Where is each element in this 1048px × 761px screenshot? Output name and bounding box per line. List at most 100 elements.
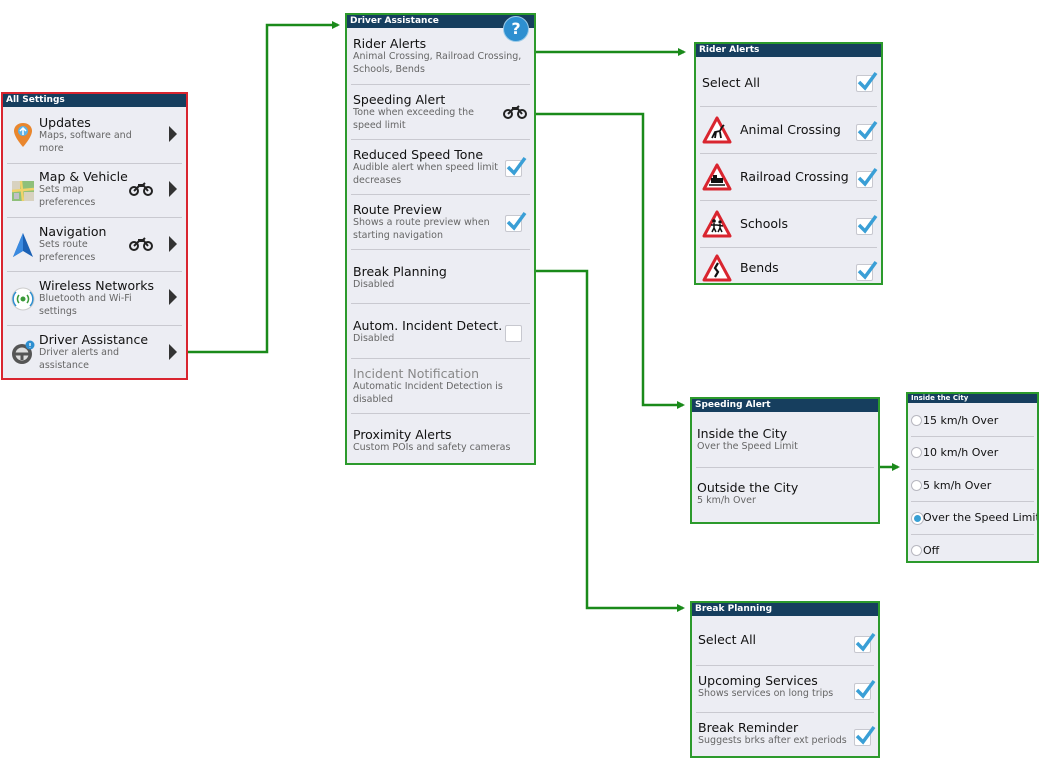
option-5-kmh-over[interactable]: 5 km/h Over bbox=[911, 470, 1034, 502]
route-preview-checkbox[interactable] bbox=[505, 211, 527, 232]
ra-item-select-all[interactable]: Select All bbox=[700, 60, 878, 107]
railroad-crossing-checkbox[interactable] bbox=[856, 167, 878, 188]
checkmark-icon bbox=[855, 725, 876, 745]
bp-item-select-all[interactable]: Select All bbox=[696, 619, 876, 666]
radio-button-selected[interactable] bbox=[912, 513, 923, 524]
reduced-speed-tone-checkbox[interactable] bbox=[505, 156, 527, 177]
animal-crossing-checkbox[interactable] bbox=[856, 120, 878, 141]
panel-title: Rider Alerts bbox=[696, 44, 881, 57]
panel-title: Speeding Alert bbox=[692, 399, 878, 412]
da-item-speeding-alert[interactable]: Speeding Alert Tone when exceeding the s… bbox=[351, 85, 530, 140]
item-label: Proximity Alerts bbox=[353, 427, 452, 442]
school-children-sign-icon bbox=[702, 210, 732, 238]
arrow-break-planning bbox=[535, 269, 685, 612]
item-description: Audible alert when speed limit decreases bbox=[353, 162, 498, 186]
select-all-checkbox[interactable] bbox=[854, 632, 876, 653]
chevron-right-icon bbox=[169, 344, 177, 360]
item-label: Map & Vehicle bbox=[39, 169, 128, 184]
da-item-reduced-speed-tone[interactable]: Reduced Speed Tone Audible alert when sp… bbox=[351, 140, 530, 195]
item-description: Sets route preferences bbox=[39, 239, 96, 263]
item-label: Animal Crossing bbox=[740, 122, 841, 137]
option-10-kmh-over[interactable]: 10 km/h Over bbox=[911, 437, 1034, 470]
da-item-incident-notification: Incident Notification Automatic Incident… bbox=[351, 359, 530, 414]
item-label: Speeding Alert bbox=[353, 92, 446, 107]
sa-item-outside-city[interactable]: Outside the City 5 km/h Over bbox=[696, 468, 874, 522]
item-description: Over the Speed Limit bbox=[697, 441, 798, 452]
ra-item-animal-crossing[interactable]: Animal Crossing bbox=[700, 107, 878, 154]
item-label: Select All bbox=[702, 75, 761, 90]
radio-button[interactable] bbox=[911, 447, 922, 458]
item-description: Driver alerts and assistance bbox=[39, 347, 120, 371]
da-item-autom-incident-detect[interactable]: Autom. Incident Detect. Disabled bbox=[351, 304, 530, 359]
da-item-rider-alerts[interactable]: Rider Alerts Animal Crossing, Railroad C… bbox=[351, 32, 530, 85]
motorcycle-icon bbox=[129, 182, 153, 196]
item-description: Custom POIs and safety cameras bbox=[353, 442, 511, 453]
chevron-right-icon bbox=[169, 236, 177, 252]
item-label: Select All bbox=[698, 632, 757, 647]
item-description: Animal Crossing, Railroad Crossing, Scho… bbox=[353, 51, 522, 75]
speeding-alert-panel: Speeding Alert Inside the City Over the … bbox=[690, 397, 880, 524]
steering-wheel-icon bbox=[12, 340, 35, 364]
chevron-right-icon bbox=[169, 181, 177, 197]
ra-item-schools[interactable]: Schools bbox=[700, 201, 878, 248]
da-item-route-preview[interactable]: Route Preview Shows a route preview when… bbox=[351, 195, 530, 250]
radio-button[interactable] bbox=[911, 415, 922, 426]
radio-button[interactable] bbox=[911, 480, 922, 491]
bp-item-upcoming-services[interactable]: Upcoming Services Shows services on long… bbox=[696, 666, 876, 713]
item-label: Break Reminder bbox=[698, 720, 799, 735]
option-label: Over the Speed Limit bbox=[923, 511, 1039, 524]
item-description: Suggests brks after ext periods bbox=[698, 735, 847, 746]
upcoming-services-checkbox[interactable] bbox=[854, 679, 876, 700]
item-description: 5 km/h Over bbox=[697, 495, 756, 506]
checkmark-icon bbox=[506, 211, 527, 231]
settings-item-map-vehicle[interactable]: Map & Vehicle Sets map preferences bbox=[7, 164, 182, 218]
settings-item-driver-assistance[interactable]: Driver Assistance Driver alerts and assi… bbox=[7, 326, 182, 378]
item-label: Inside the City bbox=[697, 426, 788, 441]
option-off[interactable]: Off bbox=[911, 535, 1034, 561]
checkmark-icon bbox=[506, 156, 527, 176]
incident-detect-checkbox[interactable] bbox=[505, 325, 522, 342]
item-description: Maps, software and more bbox=[39, 130, 132, 154]
option-over-speed-limit[interactable]: Over the Speed Limit bbox=[911, 502, 1037, 535]
da-item-break-planning[interactable]: Break Planning Disabled bbox=[351, 250, 530, 304]
item-description: Disabled bbox=[353, 333, 395, 344]
item-label: Updates bbox=[39, 115, 91, 130]
navigation-arrow-icon bbox=[13, 233, 33, 257]
sa-item-inside-city[interactable]: Inside the City Over the Speed Limit bbox=[696, 415, 874, 468]
item-label: Route Preview bbox=[353, 202, 442, 217]
panel-title: Break Planning bbox=[692, 603, 878, 616]
option-label: 10 km/h Over bbox=[923, 446, 999, 459]
break-reminder-checkbox[interactable] bbox=[854, 725, 876, 746]
item-description: Sets map preferences bbox=[39, 184, 96, 208]
option-15-kmh-over[interactable]: 15 km/h Over bbox=[911, 404, 1034, 437]
inside-city-panel: Inside the City 15 km/h Over 10 km/h Ove… bbox=[906, 392, 1039, 563]
item-label: Upcoming Services bbox=[698, 673, 818, 688]
settings-item-wireless-networks[interactable]: Wireless Networks Bluetooth and Wi-Fi se… bbox=[7, 272, 182, 326]
settings-item-updates[interactable]: Updates Maps, software and more bbox=[7, 110, 182, 164]
schools-checkbox[interactable] bbox=[856, 214, 878, 235]
item-description: Automatic Incident Detection is disabled bbox=[353, 381, 503, 405]
radio-button[interactable] bbox=[911, 545, 922, 556]
ra-item-railroad-crossing[interactable]: Railroad Crossing bbox=[700, 154, 878, 201]
da-item-proximity-alerts[interactable]: Proximity Alerts Custom POIs and safety … bbox=[351, 414, 530, 463]
item-label: Autom. Incident Detect. bbox=[353, 318, 503, 333]
item-label: Outside the City bbox=[697, 480, 799, 495]
ra-item-bends[interactable]: Bends bbox=[700, 248, 878, 283]
panel-title: All Settings bbox=[3, 94, 186, 107]
panel-title: Driver Assistance bbox=[347, 15, 534, 28]
break-planning-panel: Break Planning Select All Upcoming Servi… bbox=[690, 601, 880, 758]
driver-assistance-panel: Driver Assistance ? Rider Alerts Animal … bbox=[345, 13, 536, 465]
item-label: Schools bbox=[740, 216, 789, 231]
checkmark-icon bbox=[857, 214, 878, 234]
arrow-speeding-alert bbox=[535, 112, 685, 409]
bends-checkbox[interactable] bbox=[856, 260, 878, 281]
bends-sign-icon bbox=[702, 254, 732, 282]
select-all-checkbox[interactable] bbox=[856, 71, 878, 92]
panel-title: Inside the City bbox=[908, 394, 1037, 403]
checkmark-icon bbox=[857, 120, 878, 140]
item-label: Incident Notification bbox=[353, 366, 480, 381]
help-icon[interactable]: ? bbox=[503, 16, 529, 42]
bp-item-break-reminder[interactable]: Break Reminder Suggests brks after ext p… bbox=[696, 713, 876, 756]
settings-item-navigation[interactable]: Navigation Sets route preferences bbox=[7, 218, 182, 272]
